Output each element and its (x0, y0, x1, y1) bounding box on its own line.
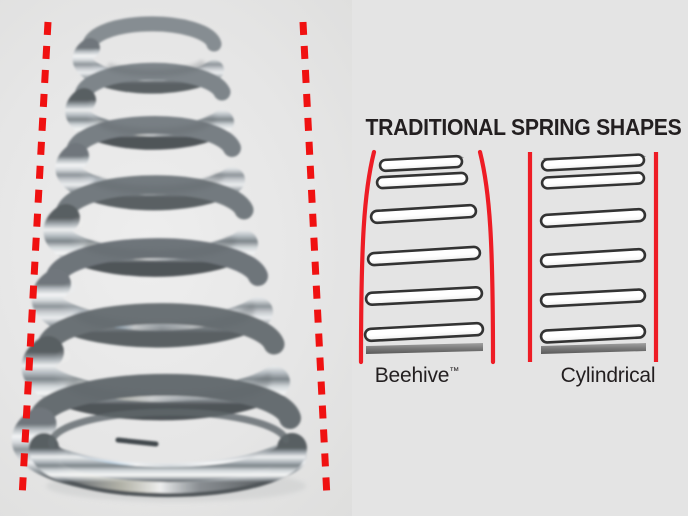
coil-bar (375, 171, 469, 190)
coil-bar (366, 245, 482, 267)
cylindrical-caption: Cylindrical (528, 364, 688, 388)
cylindrical-caption-text: Cylindrical (560, 364, 656, 387)
cylindrical-shape-diagram (527, 152, 659, 362)
beehive-caption-text: Beehive (374, 364, 450, 387)
coil-bar (539, 247, 647, 269)
coil-bar (540, 171, 646, 190)
coil-bar (539, 288, 647, 308)
page-title: TRADITIONAL SPRING SHAPES (365, 114, 682, 140)
beehive-caption: Beehive™ (337, 364, 497, 388)
beehive-spring-photo (11, 16, 307, 502)
beehive-right-guide (477, 149, 496, 365)
coil-bar (363, 321, 485, 343)
coil-bar (378, 154, 464, 173)
coil-bar (539, 324, 647, 344)
coil-bar (540, 153, 646, 172)
beehive-left-guide (358, 149, 377, 365)
trademark-symbol: ™ (449, 366, 460, 377)
beehive-shape-diagram (358, 149, 496, 365)
coil-bar (369, 203, 478, 225)
coil-bar (364, 285, 484, 307)
coil-bar (539, 207, 647, 229)
